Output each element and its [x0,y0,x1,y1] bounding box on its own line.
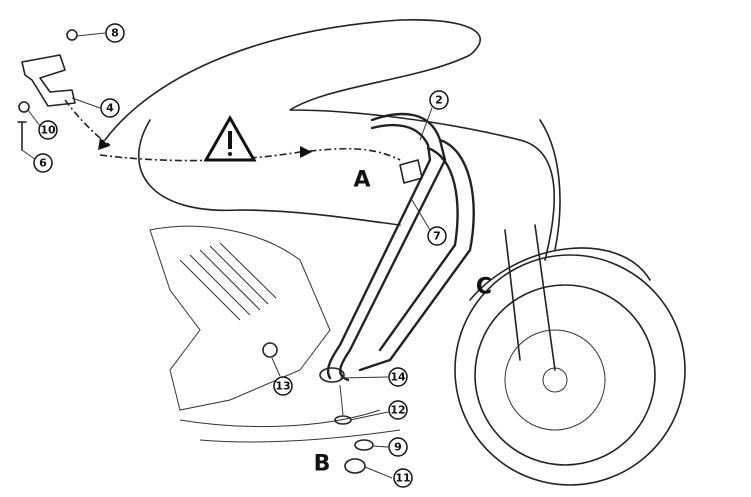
svg-text:14: 14 [390,371,406,384]
nut-8 [66,29,78,41]
svg-text:6: 6 [39,157,47,170]
cap-11 [344,458,366,474]
label-c: C [476,275,492,300]
callout-14: 14 [388,367,408,387]
bolt-6 [17,121,27,151]
front-tire [454,254,686,486]
callout-9: 9 [388,437,408,457]
wheel-hub [542,367,568,393]
callout-10: 10 [38,120,58,140]
callout-11: 11 [393,468,413,488]
crash-bar [326,112,475,382]
fairing-outline [104,18,556,261]
warning-triangle-icon [203,114,257,162]
svg-text:7: 7 [433,230,441,243]
part-13 [262,342,278,358]
brake-disc [504,329,606,431]
nut-9 [354,439,374,451]
washer-10 [18,101,30,113]
callout-2: 2 [429,90,449,110]
svg-text:10: 10 [40,124,56,137]
svg-text:9: 9 [394,441,402,454]
tank-outline [138,119,401,226]
svg-text:4: 4 [106,102,114,115]
lower-frame [179,409,401,443]
svg-text:2: 2 [435,94,443,107]
front-fender [469,247,651,301]
engine-fins [179,242,277,321]
arrow-head [98,138,110,150]
mounting-bracket [21,54,76,107]
leader-lines [21,32,433,479]
callout-12: 12 [388,400,408,420]
arrow-head [300,146,312,158]
front-rim [474,284,656,466]
svg-text:8: 8 [111,27,119,40]
callout-13: 13 [273,376,293,396]
label-a: A [353,168,370,193]
callout-6: 6 [33,153,53,173]
part-14 [319,367,345,383]
svg-text:11: 11 [395,472,410,485]
bracket-a [399,159,423,184]
assembly-path-arrow [64,99,401,162]
screen-outline [539,119,561,251]
svg-text:13: 13 [275,380,290,393]
fork [504,224,556,371]
callout-4: 4 [100,98,120,118]
callout-7: 7 [427,226,447,246]
svg-text:12: 12 [390,404,405,417]
callout-8: 8 [105,23,125,43]
label-b: B [314,452,331,477]
engine-outline [149,225,331,411]
